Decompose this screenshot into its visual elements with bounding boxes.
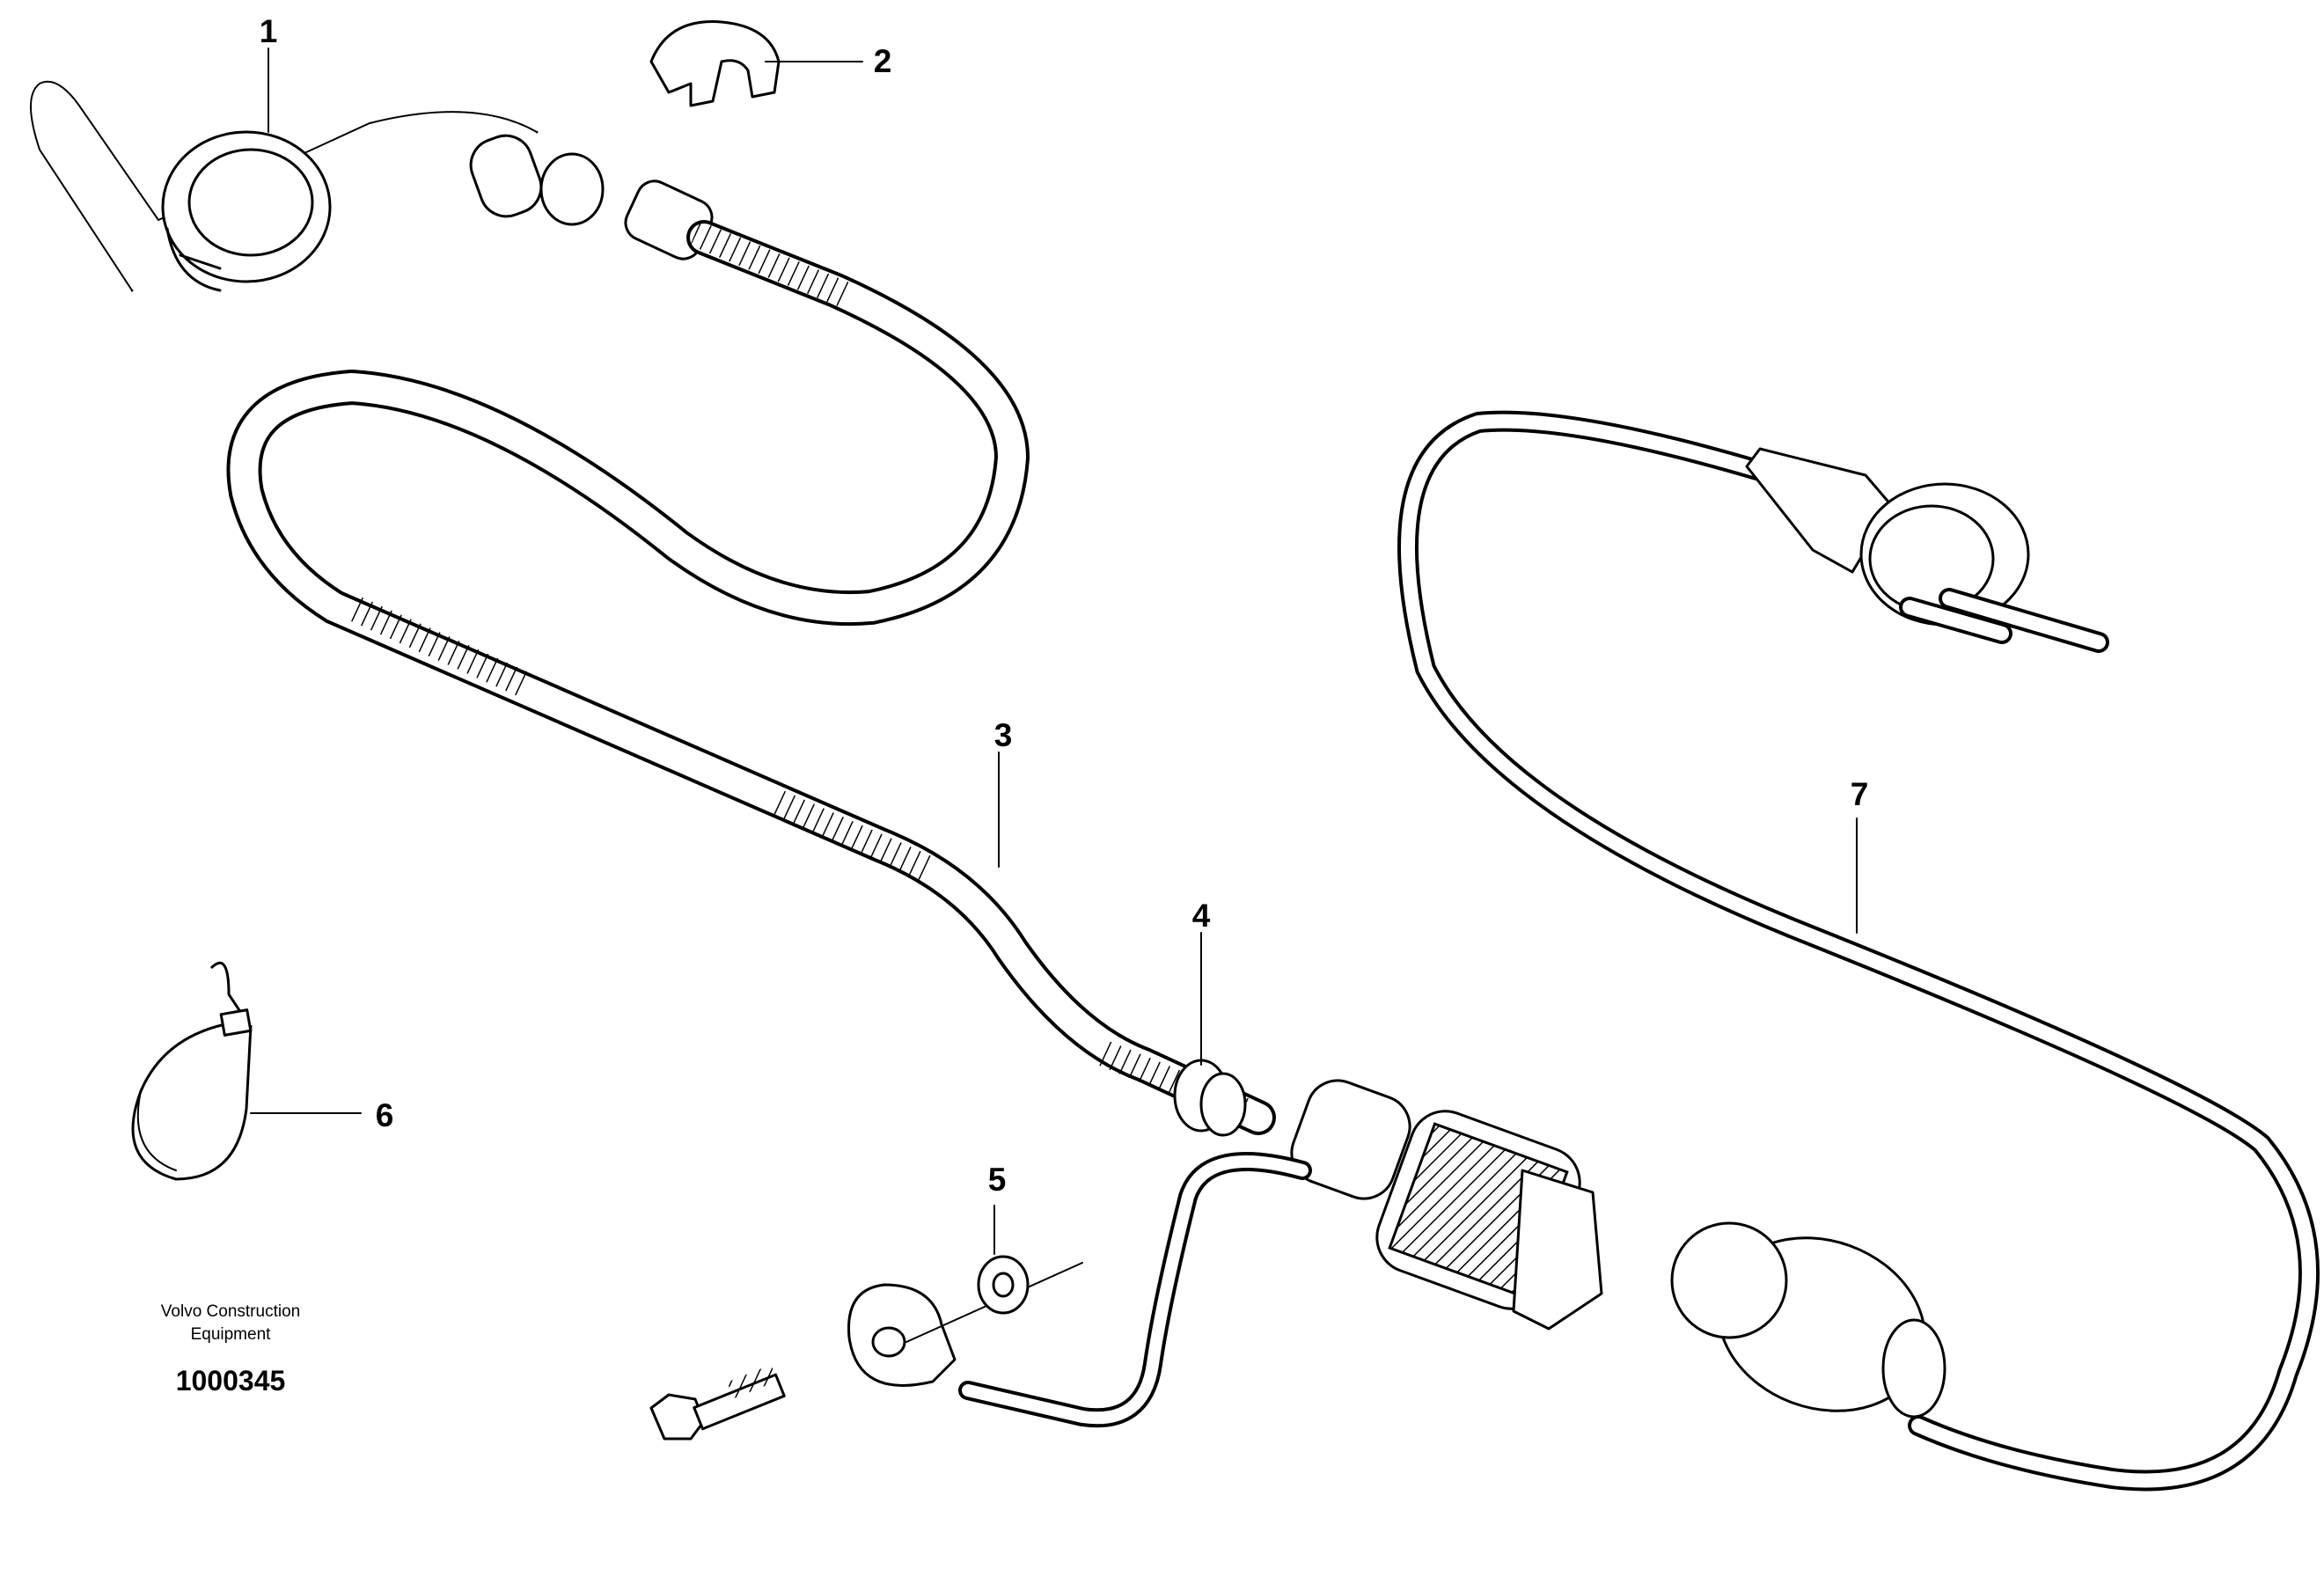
washer bbox=[977, 1255, 1030, 1315]
callout-2: 2 bbox=[874, 43, 892, 79]
callout-3: 3 bbox=[994, 717, 1013, 753]
callout-7: 7 bbox=[1851, 776, 1869, 812]
power-cable bbox=[1397, 410, 2320, 1492]
caption-line-2: Equipment bbox=[191, 1325, 272, 1344]
heater-cable bbox=[226, 180, 1603, 1428]
document-number: 1000345 bbox=[176, 1365, 286, 1397]
caption-line-1: Volvo Construction bbox=[161, 1302, 300, 1321]
heater-element bbox=[25, 75, 605, 294]
retaining-clip bbox=[649, 20, 781, 107]
leader-lines bbox=[250, 48, 1858, 1255]
callout-1: 1 bbox=[260, 13, 278, 49]
cable-tie bbox=[131, 961, 253, 1181]
callout-6: 6 bbox=[376, 1097, 394, 1133]
cable-grommet bbox=[1173, 1059, 1247, 1137]
callout-5: 5 bbox=[988, 1162, 1007, 1198]
callout-4: 4 bbox=[1192, 898, 1211, 934]
bolt bbox=[649, 1364, 786, 1441]
